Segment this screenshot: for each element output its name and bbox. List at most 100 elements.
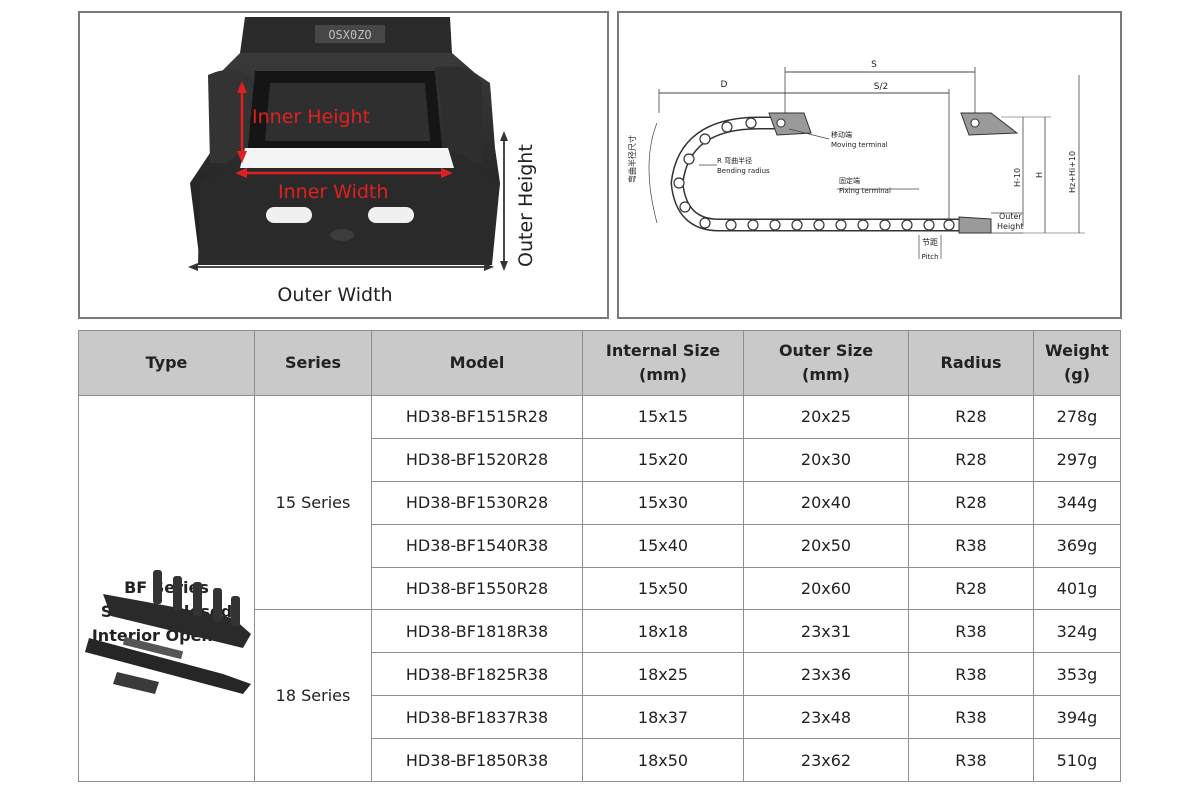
table-row: BF Series Semi-Enclosed Interior Opening	[78, 394, 1121, 783]
outer-width-label: Outer Width	[277, 284, 392, 306]
weight-cell: 344g	[1033, 480, 1121, 525]
fixing-terminal-en: Fixing terminal	[839, 187, 891, 195]
spec-table-container: Type Series Model Internal Size (mm) Out…	[78, 330, 1121, 783]
cable-chain-photo: OSX0ZO Inner Height Inner Width Outer He…	[188, 17, 537, 306]
outer-width-arrowhead-left	[188, 263, 198, 271]
radius-arc-guide	[648, 122, 658, 224]
table-row: 18 Series HD38-BF1818R38 18x18 23x31 R38…	[79, 609, 1121, 783]
inner-height-arrowhead-bottom	[237, 151, 247, 163]
model-cell: HD38-BF1550R28	[371, 566, 583, 611]
outer-size-cell: 20x40	[743, 480, 909, 525]
outer-size-cell: 20x30	[743, 437, 909, 482]
model-cell: HD38-BF1515R28	[371, 395, 583, 439]
dim-s-label: S	[871, 60, 877, 70]
moving-terminal-pin	[776, 118, 786, 128]
bending-radius-cn: R 弯曲半径	[717, 156, 752, 165]
weight-cell: 510g	[1033, 738, 1121, 783]
weight-cell: 369g	[1033, 523, 1121, 568]
model-cell: HD38-BF1837R38	[371, 695, 583, 740]
chain-slot	[122, 636, 184, 660]
outer-size-cell: 23x36	[743, 652, 909, 697]
weight-cell: 394g	[1033, 695, 1121, 740]
inner-width-arrowhead-right	[441, 168, 453, 178]
series-15-cell: 15 Series	[254, 394, 372, 611]
type-line-1: BF Series	[124, 577, 209, 597]
model-cell: HD38-BF1825R38	[371, 652, 583, 697]
part-mark-plate	[315, 25, 385, 43]
radius-cell: R38	[908, 695, 1034, 740]
header-type: Type	[78, 330, 255, 396]
outer-height-label: Outer Height	[515, 144, 537, 267]
moving-terminal-cn: 移动端	[831, 130, 852, 139]
type-cell: BF Series Semi-Enclosed Interior Opening	[78, 394, 255, 783]
outer-label-1: Outer	[999, 212, 1022, 221]
header-internal-size: Internal Size (mm)	[582, 330, 744, 396]
mount-slot-right	[368, 207, 414, 223]
outer-size-cell: 23x62	[743, 738, 909, 783]
internal-size-cell: 18x25	[582, 652, 744, 697]
radius-cell: R38	[908, 609, 1034, 654]
header-radius: Radius	[908, 330, 1034, 396]
header-internal-size-line2: (mm)	[639, 365, 687, 384]
weight-cell: 353g	[1033, 652, 1121, 697]
fixing-terminal-cn: 固定端	[839, 176, 860, 185]
inner-width-label: Inner Width	[278, 181, 388, 203]
chain-end-plate	[113, 672, 159, 694]
header-outer-size: Outer Size (mm)	[743, 330, 909, 396]
header-weight: Weight (g)	[1033, 330, 1121, 396]
internal-size-cell: 15x50	[582, 566, 744, 611]
outer-size-cell: 20x25	[743, 395, 909, 439]
radius-cell: R28	[908, 395, 1034, 439]
table-row: HD38-BF1837R38 18x37 23x48 R38 394g	[79, 695, 1121, 740]
internal-size-cell: 15x40	[582, 523, 744, 568]
h-label: H	[1035, 172, 1044, 178]
chain-segment-top	[103, 594, 251, 648]
dim-s-half-label: S/2	[874, 82, 888, 92]
header-weight-line2: (g)	[1063, 365, 1091, 384]
bending-radius-en: Bending radius	[717, 167, 770, 175]
weight-cell: 324g	[1033, 609, 1121, 654]
chain-base	[198, 153, 500, 265]
cable-chain-diagram: S S/2 D 移动端 Moving terminal	[627, 60, 1085, 261]
chain-teeth	[153, 570, 240, 626]
internal-size-cell: 15x20	[582, 437, 744, 482]
outer-height-arrowhead-bottom	[500, 261, 508, 271]
internal-size-cell: 15x15	[582, 395, 744, 439]
header-internal-size-line1: Internal Size	[605, 341, 721, 360]
bf-series-product-image	[85, 570, 251, 694]
weight-cell: 297g	[1033, 437, 1121, 482]
outer-size-cell: 20x50	[743, 523, 909, 568]
model-cell: HD38-BF1530R28	[371, 480, 583, 525]
model-cell: HD38-BF1520R28	[371, 437, 583, 482]
radius-cell: R38	[908, 652, 1034, 697]
fixing-terminal-bracket	[958, 216, 992, 234]
inner-height-arrowhead-top	[237, 81, 247, 93]
model-cell: HD38-BF1540R38	[371, 523, 583, 568]
vertical-radius-label: 弯曲半径尺寸	[627, 135, 637, 183]
table-row: HD38-BF1850R38 18x50 23x62 R38 510g	[79, 738, 1121, 783]
model-cell: HD38-BF1818R38	[371, 609, 583, 654]
table-row: HD38-BF1550R28 15x50 20x60 R28 401g	[79, 566, 1121, 611]
weight-cell: 401g	[1033, 566, 1121, 611]
table-header-row: Type Series Model Internal Size (mm) Out…	[78, 330, 1121, 396]
dim-d-label: D	[721, 80, 728, 90]
part-mark: OSX0ZO	[328, 28, 371, 42]
header-outer-size-line2: (mm)	[802, 365, 850, 384]
outer-label-2: Height	[997, 222, 1023, 231]
inner-wall	[265, 83, 430, 141]
h-minus-10-label: H-10	[1013, 168, 1022, 187]
internal-size-cell: 18x37	[582, 695, 744, 740]
header-outer-size-line1: Outer Size	[778, 341, 874, 360]
hz-label: Hz+Hi+10	[1068, 151, 1077, 193]
right-side-plate	[435, 66, 482, 163]
inner-width-arrowhead-left	[235, 168, 247, 178]
inner-floor	[240, 148, 454, 168]
right-terminal-bracket	[960, 112, 1019, 136]
center-hole	[330, 229, 354, 241]
pitch-en: Pitch	[921, 253, 938, 261]
internal-size-cell: 15x30	[582, 480, 744, 525]
pitch-cn: 节距	[922, 238, 938, 247]
moving-terminal-en: Moving terminal	[831, 141, 888, 149]
right-terminal-pin	[970, 118, 980, 128]
outer-height-arrowhead-top	[500, 131, 508, 141]
